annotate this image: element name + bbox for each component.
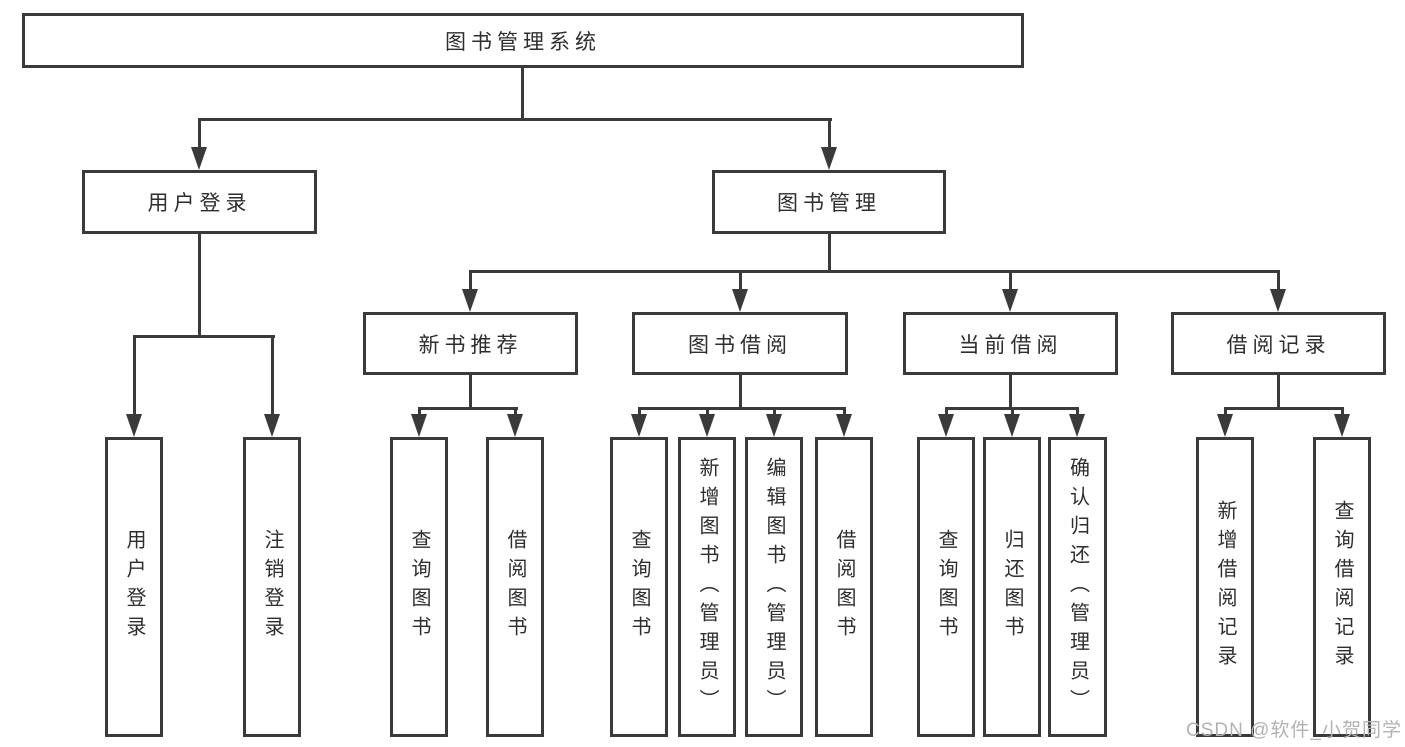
arrowhead-current-borrow — [1002, 289, 1018, 312]
leaf-recommend-query-book-label: 查询图书 — [408, 529, 430, 645]
connector-arrow-tail — [271, 335, 274, 415]
connector-arrow-tail — [1009, 270, 1012, 290]
arrowhead-leaf-user-login — [126, 414, 142, 437]
connector-arrow-tail — [739, 270, 742, 290]
connector-user-login-stem — [198, 233, 201, 338]
leaf-current-query-book-label: 查询图书 — [935, 529, 957, 645]
arrowhead-return-book — [1004, 414, 1020, 437]
connector-arrow-tail — [418, 407, 421, 416]
node-user-login: 用户登录 — [82, 170, 317, 234]
node-book-management: 图书管理 — [712, 170, 946, 234]
leaf-borrow-query-book-label: 查询图书 — [628, 529, 650, 645]
arrowhead-new-book-recommend — [462, 289, 478, 312]
leaf-confirm-return-admin: 确认归还（管理员） — [1048, 437, 1107, 737]
leaf-add-borrow-record: 新增借阅记录 — [1196, 437, 1254, 737]
leaf-query-borrow-record-label: 查询借阅记录 — [1331, 500, 1353, 674]
connector-recommend-branch — [418, 407, 518, 410]
connector-book-management-stem — [828, 233, 831, 273]
leaf-return-book-label: 归还图书 — [1001, 529, 1023, 645]
connector-borrow-record-stem — [1277, 374, 1280, 410]
connector-arrow-tail — [1076, 407, 1079, 416]
connector-arrow-tail — [773, 407, 776, 416]
arrowhead-add-book — [699, 414, 715, 437]
connector-arrow-tail — [1011, 407, 1014, 416]
connector-arrow-tail — [514, 407, 517, 416]
connector-arrow-tail — [1224, 407, 1227, 416]
leaf-user-login: 用户登录 — [105, 437, 163, 737]
leaf-query-borrow-record: 查询借阅记录 — [1313, 437, 1371, 737]
leaf-edit-book-admin: 编辑图书（管理员） — [745, 437, 803, 737]
leaf-borrow-book: 借阅图书 — [815, 437, 873, 737]
node-root-label: 图书管理系统 — [445, 30, 601, 54]
connector-arrow-tail — [945, 407, 948, 416]
leaf-user-login-label: 用户登录 — [123, 529, 145, 645]
arrowhead-leaf-logout — [264, 414, 280, 437]
leaf-add-book-admin: 新增图书（管理员） — [678, 437, 736, 737]
arrowhead-user-login — [191, 147, 207, 170]
csdn-watermark: CSDN @软件_小贺同学 — [1186, 720, 1402, 741]
arrowhead-confirm-return — [1069, 414, 1085, 437]
connector-arrow-tail — [198, 118, 201, 148]
node-user-login-label: 用户登录 — [147, 192, 252, 215]
node-borrow-record-label: 借阅记录 — [1226, 333, 1331, 357]
connector-root-branch — [198, 118, 832, 121]
leaf-add-book-admin-label: 新增图书（管理员） — [696, 456, 718, 718]
arrowhead-book-borrow — [732, 289, 748, 312]
connector-book-management-branch — [469, 270, 1280, 273]
node-new-book-recommend: 新书推荐 — [363, 312, 578, 375]
leaf-current-query-book: 查询图书 — [917, 437, 975, 737]
leaf-add-borrow-record-label: 新增借阅记录 — [1214, 500, 1236, 674]
connector-book-borrow-branch — [638, 407, 846, 410]
connector-arrow-tail — [828, 118, 831, 148]
connector-root-stem — [521, 68, 524, 121]
leaf-recommend-borrow-book: 借阅图书 — [486, 437, 544, 737]
leaf-borrow-book-label: 借阅图书 — [833, 529, 855, 645]
connector-current-borrow-stem — [1009, 374, 1012, 410]
node-current-borrow: 当前借阅 — [903, 312, 1118, 375]
arrowhead-recommend-borrow-book — [507, 414, 523, 437]
leaf-recommend-query-book: 查询图书 — [390, 437, 448, 737]
connector-user-login-branch — [133, 335, 275, 338]
leaf-return-book: 归还图书 — [983, 437, 1041, 737]
arrowhead-recommend-query-book — [411, 414, 427, 437]
connector-arrow-tail — [843, 407, 846, 416]
arrowhead-query-borrow-record — [1334, 414, 1350, 437]
connector-arrow-tail — [1341, 407, 1344, 416]
connector-arrow-tail — [133, 335, 136, 415]
arrowhead-current-query-book — [938, 414, 954, 437]
leaf-recommend-borrow-book-label: 借阅图书 — [504, 529, 526, 645]
connector-arrow-tail — [469, 270, 472, 290]
leaf-borrow-query-book: 查询图书 — [610, 437, 668, 737]
connector-arrow-tail — [706, 407, 709, 416]
connector-book-borrow-stem — [739, 374, 742, 410]
node-new-book-recommend-label: 新书推荐 — [418, 333, 523, 357]
node-book-management-label: 图书管理 — [777, 192, 881, 215]
arrowhead-borrow-book — [836, 414, 852, 437]
connector-arrow-tail — [1277, 270, 1280, 290]
node-current-borrow-label: 当前借阅 — [958, 333, 1063, 357]
arrowhead-edit-book — [766, 414, 782, 437]
leaf-logout-label: 注销登录 — [261, 529, 283, 645]
arrowhead-book-management — [821, 147, 837, 170]
leaf-confirm-return-admin-label: 确认归还（管理员） — [1066, 456, 1089, 718]
node-book-borrow-label: 图书借阅 — [688, 333, 792, 357]
leaf-logout: 注销登录 — [243, 437, 301, 737]
node-book-borrow: 图书借阅 — [632, 312, 848, 375]
arrowhead-add-borrow-record — [1217, 414, 1233, 437]
connector-arrow-tail — [638, 407, 641, 416]
arrowhead-borrow-record — [1270, 289, 1286, 312]
connector-recommend-stem — [469, 374, 472, 410]
leaf-edit-book-admin-label: 编辑图书（管理员） — [763, 456, 785, 718]
node-root: 图书管理系统 — [22, 13, 1024, 68]
node-borrow-record: 借阅记录 — [1171, 312, 1386, 375]
arrowhead-borrow-query-book — [631, 414, 647, 437]
connector-borrow-record-branch — [1224, 407, 1344, 410]
